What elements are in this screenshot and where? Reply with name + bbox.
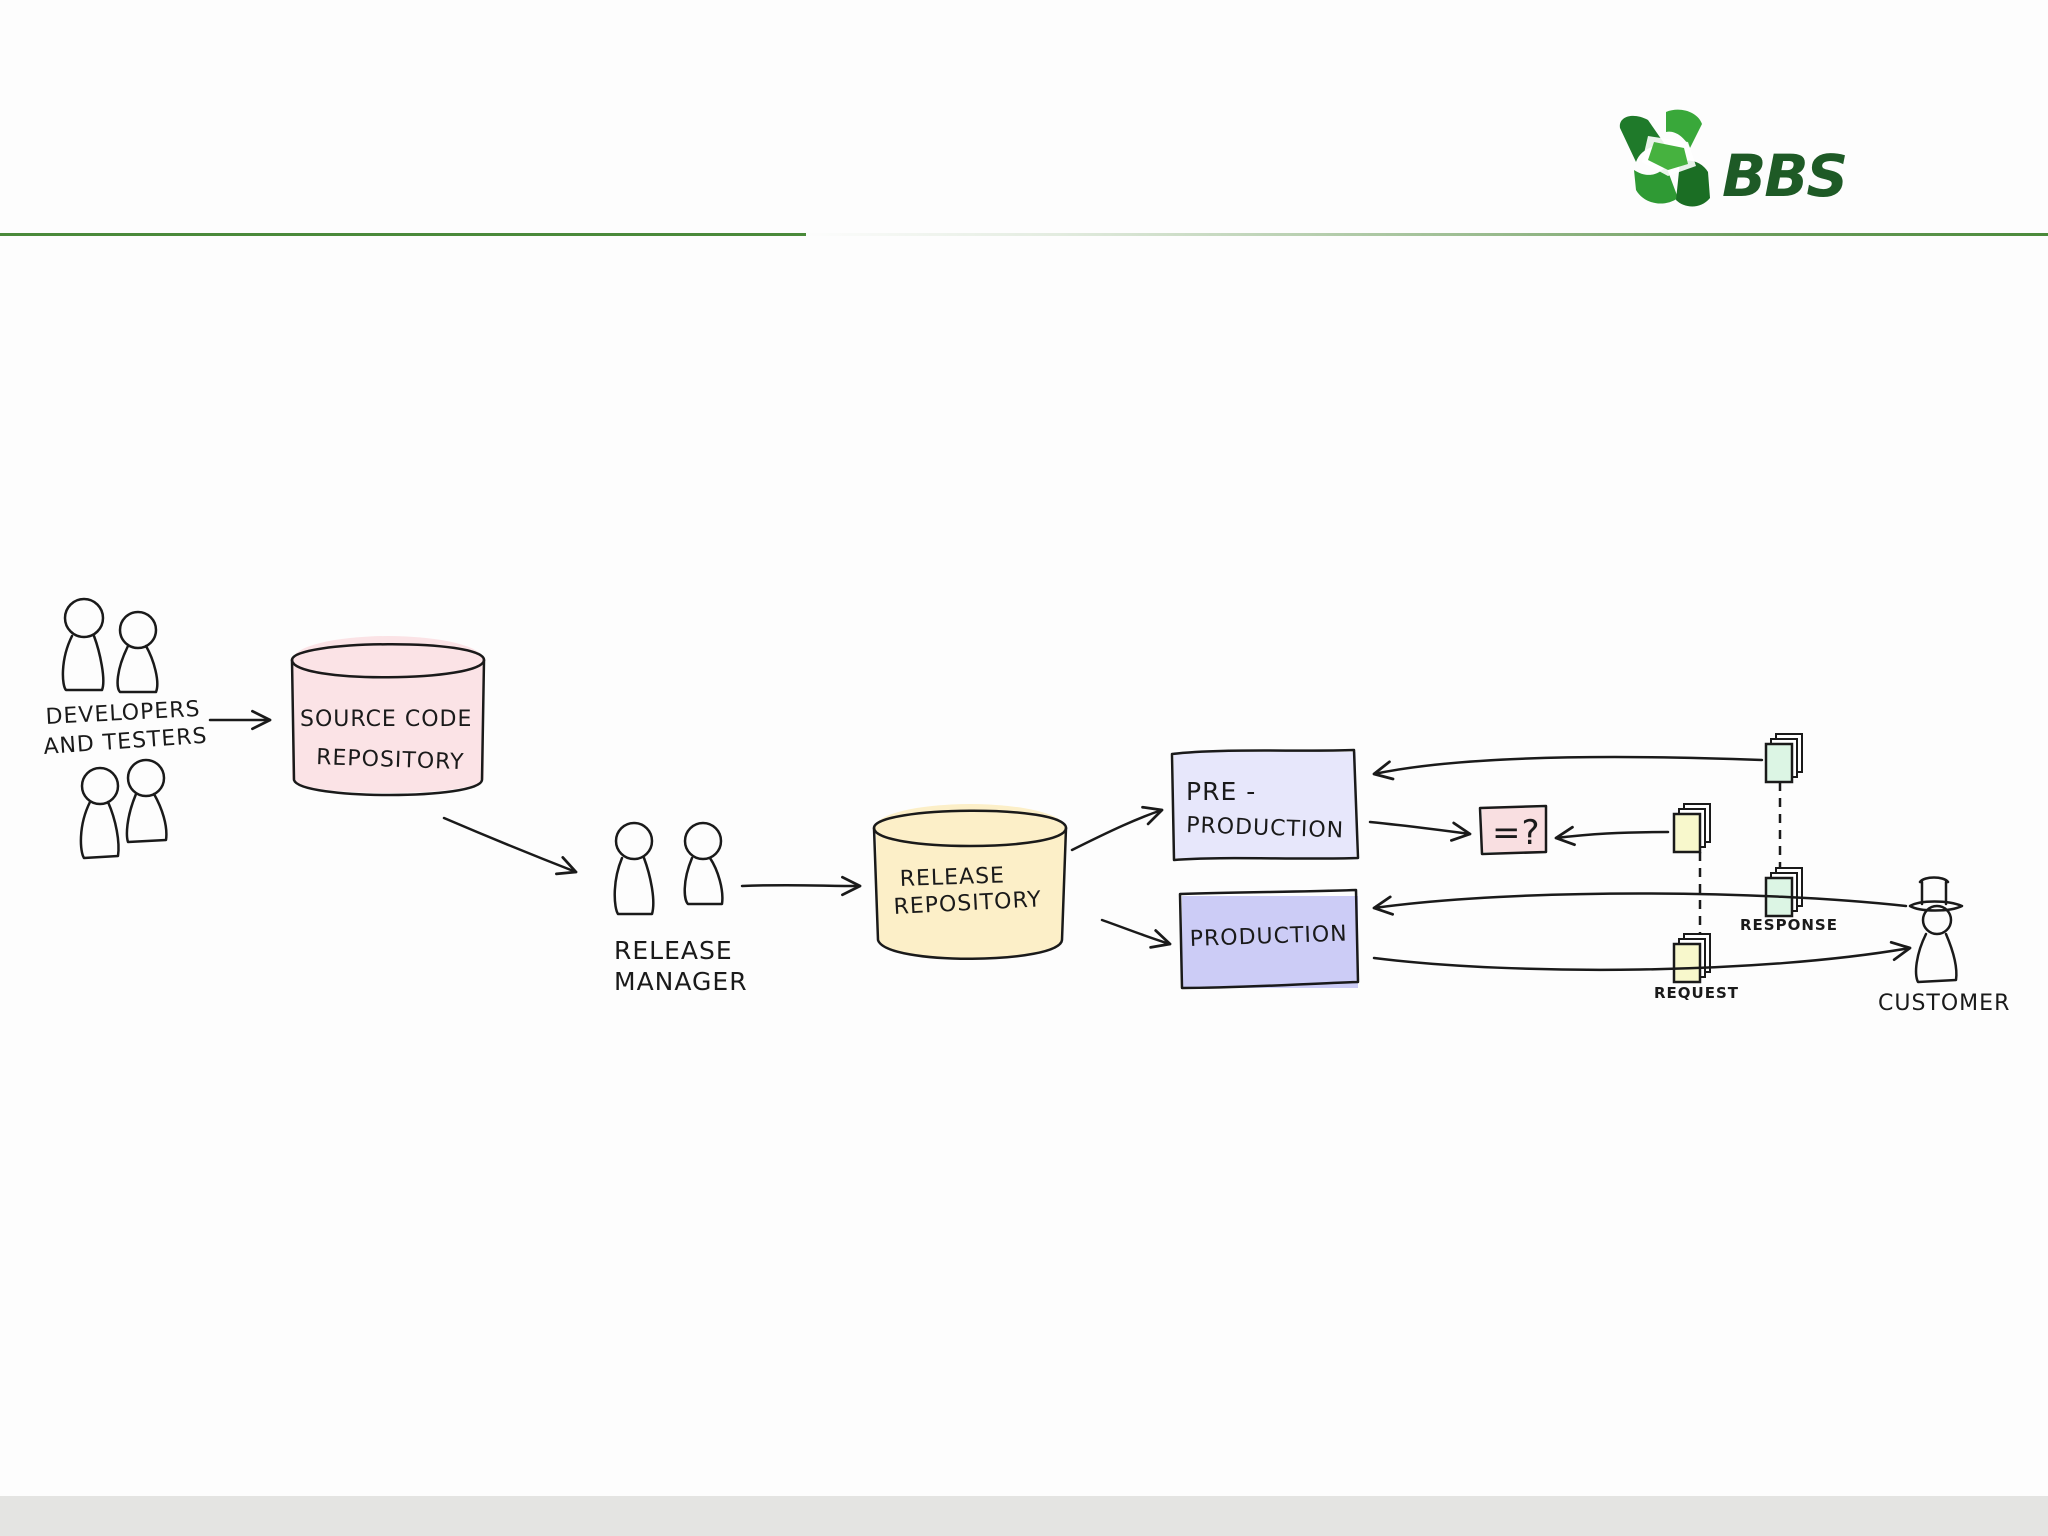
- response-label: RESPONSE: [1740, 916, 1838, 934]
- arrow-manager-to-release-repo: [740, 875, 862, 897]
- release-repo-body: [876, 828, 1066, 959]
- source-repo-top: [292, 636, 484, 684]
- compare-box: =?: [1478, 804, 1548, 856]
- release-repo-label-line1: RELEASE: [899, 863, 1005, 892]
- flow-arrows: [208, 709, 1912, 972]
- source-repo-label-line2: REPOSITORY: [316, 745, 465, 775]
- developers-testers-group: DEVELOPERS AND TESTERS: [43, 597, 209, 860]
- arrow-prod-to-customer: [1372, 940, 1912, 972]
- footer-bar: [0, 1496, 2048, 1536]
- release-repository: RELEASE REPOSITORY: [872, 804, 1068, 960]
- arrow-preprod-to-compare: [1368, 820, 1472, 842]
- release-manager-label-line1: RELEASE: [614, 936, 733, 965]
- release-manager-label-line2: MANAGER: [614, 967, 748, 996]
- arrow-response-to-preprod: [1372, 755, 1764, 781]
- pre-production-fill: [1174, 752, 1356, 858]
- release-manager-group: RELEASE MANAGER: [613, 821, 748, 996]
- arrow-release-repo-to-prod: [1100, 918, 1172, 949]
- source-repo-body: [292, 660, 484, 793]
- developers-label-line2: AND TESTERS: [43, 724, 209, 760]
- response-doc-top: [1764, 733, 1803, 784]
- customer-label: CUSTOMER: [1878, 991, 2010, 1016]
- arrow-release-repo-to-preprod: [1070, 805, 1164, 852]
- pre-production-label-line2: PRODUCTION: [1186, 813, 1345, 843]
- top-hat-person-icon: [1908, 876, 1964, 984]
- source-code-repository: SOURCE CODE REPOSITORY: [290, 636, 486, 797]
- request-doc-top: [1672, 803, 1711, 854]
- header-rule: [0, 233, 806, 236]
- request-doc-bottom: [1672, 933, 1711, 984]
- source-repo-label-line1: SOURCE CODE: [300, 707, 472, 732]
- pre-production-label-line1: PRE -: [1186, 777, 1256, 806]
- arrow-source-to-manager: [442, 816, 578, 876]
- bbs-logo-icon: [1619, 109, 1710, 207]
- people-icon: [79, 758, 168, 860]
- release-repo-top: [874, 804, 1066, 852]
- compare-fill: [1482, 808, 1546, 852]
- people-icon: [613, 821, 724, 916]
- production-box: PRODUCTION: [1178, 888, 1360, 990]
- compare-label: =?: [1492, 813, 1541, 853]
- pre-production-box: PRE - PRODUCTION: [1170, 748, 1360, 862]
- arrow-request-to-compare: [1554, 825, 1670, 847]
- production-label: PRODUCTION: [1189, 921, 1348, 951]
- bbs-logo: BBS: [1619, 109, 1848, 210]
- people-icon: [61, 597, 159, 694]
- request-label: REQUEST: [1654, 984, 1739, 1002]
- header-rule-gradient: [806, 233, 2048, 236]
- customer-group: CUSTOMER: [1878, 876, 2010, 1016]
- response-doc-bottom: [1764, 867, 1803, 918]
- production-fill: [1182, 896, 1358, 988]
- arrow-customer-to-prod: [1372, 892, 1908, 916]
- brand-name: BBS: [1722, 142, 1846, 210]
